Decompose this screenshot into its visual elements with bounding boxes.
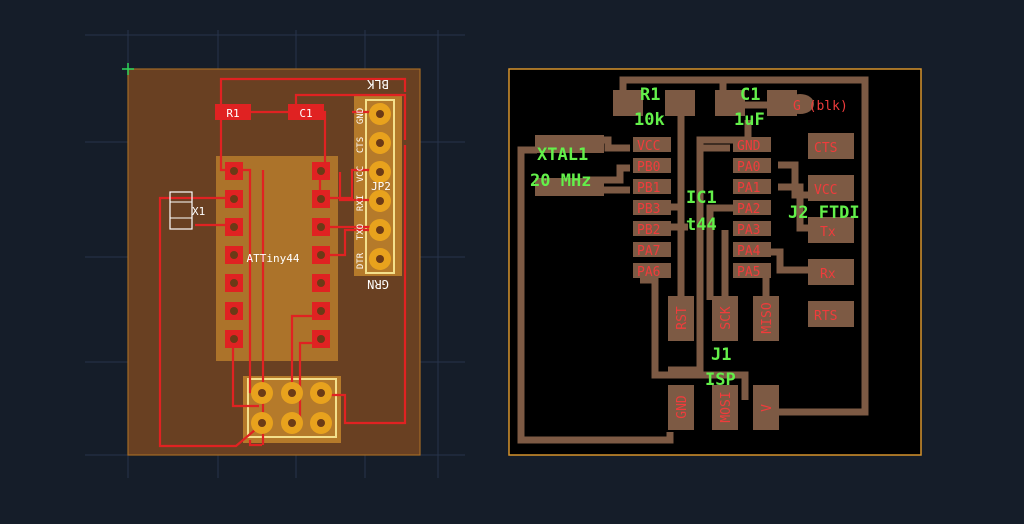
ftdi-pin-tx: Tx [820,225,836,240]
pin-labels: G (blk) VCC PB0 PB1 PB3 PB2 PA7 PA6 GND … [637,99,848,423]
pin-label-txo: TXO [356,224,366,240]
ic-pin-pa6: PA6 [637,265,660,280]
xtal-ref-label: XTAL1 [537,145,588,165]
pin-label-rxi: RXI [356,195,366,211]
trace-layout-view: R1 10k C1 1uF XTAL1 20 MHz IC1 t44 J2 FT… [508,68,922,456]
ftdi-pin-rx: Rx [820,267,836,282]
isp-pin-v: V [760,404,775,412]
ic-pads [225,162,330,348]
ic-pin-pa5: PA5 [737,265,760,280]
header-bottom-label: GRN [367,277,389,291]
header-top-label: BLK [366,77,388,91]
g-label: G (blk) [793,99,848,114]
isp-pin-mosi: MOSI [719,391,734,422]
ic-label: ATTiny44 [247,252,300,265]
r1-label: R1 [226,107,239,120]
ftdi-label: J2 FTDI [788,203,860,223]
ic-pin-pa4: PA4 [737,244,761,259]
c1-ref-label: C1 [740,85,760,105]
isp-pin-gnd: GND [675,395,690,419]
c1-footprint [288,104,324,120]
pin-label-cts: CTS [356,137,366,153]
ic-pin-gnd: GND [737,139,761,154]
ftdi-header-pads [369,103,391,270]
ic-pin-pa2: PA2 [737,202,760,217]
pcb-layout-view: R1 C1 X1 ATTiny44 JP2 BLK GRN GND CTS VC… [85,30,465,478]
ic-pin-pb0: PB0 [637,160,660,175]
x1-label: X1 [192,205,205,218]
x1-footprint [169,191,193,230]
component-pads [535,90,854,430]
isp-pin-miso: MISO [760,302,775,333]
ftdi-header-outline [365,99,395,274]
isp-header-pads [251,382,332,434]
pin-label-gnd: GND [356,108,366,124]
isp-ref-label: J1 [711,345,731,365]
ic-pin-vcc: VCC [637,139,660,154]
ic-pin-pa0: PA0 [737,160,760,175]
r1-footprint [215,104,251,120]
c1-label: C1 [299,107,312,120]
xtal-value-label: 20 MHz [530,171,591,191]
r1-ref-label: R1 [640,85,660,105]
ftdi-pin-vcc: VCC [814,183,837,198]
ftdi-pin-cts: CTS [814,141,837,156]
c1-value-label: 1uF [734,110,765,130]
pin-label-vcc: VCC [356,166,366,182]
jp2-label: JP2 [371,180,391,193]
ic-pin-pb3: PB3 [637,202,660,217]
ic-pin-pa3: PA3 [737,223,760,238]
r1-value-label: 10k [634,110,665,130]
ic-ref-label: IC1 [686,188,717,208]
ftdi-pin-rts: RTS [814,309,837,324]
isp-value-label: ISP [705,370,736,390]
header-pin-labels: GND CTS VCC RXI TXO DTR [356,108,366,269]
origin-marker [122,63,134,75]
ic-value-label: t44 [686,215,717,235]
pin-label-dtr: DTR [356,252,366,269]
ic-pin-pa7: PA7 [637,244,660,259]
ic-pin-pb1: PB1 [637,181,660,196]
isp-pin-sck: SCK [719,306,734,330]
reference-labels: R1 10k C1 1uF XTAL1 20 MHz IC1 t44 J2 FT… [530,85,860,390]
ic-pin-pa1: PA1 [737,181,760,196]
ic-pin-pb2: PB2 [637,223,660,238]
isp-pin-rst: RST [675,306,690,330]
